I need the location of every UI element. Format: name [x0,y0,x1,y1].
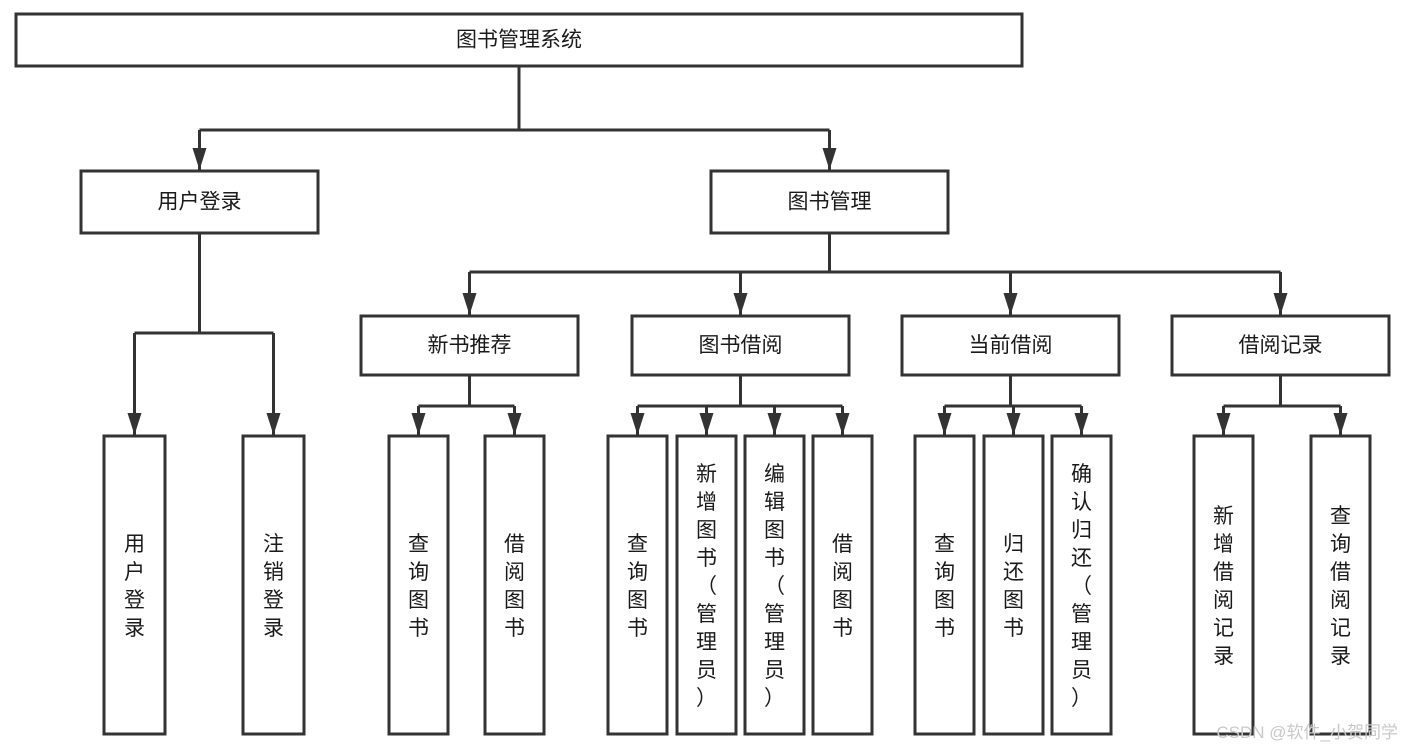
arrow-head-icon [1074,413,1089,435]
node-label-current-borrow: 当前借阅 [969,334,1053,357]
node-leaf-user-logout[interactable]: 注销登录 [241,434,306,736]
node-label-leaf-confirm-return-admin: 确认归还（管理员） [1071,463,1092,710]
node-label-new-book-recommend: 新书推荐 [428,334,512,357]
node-box-leaf-query-book-current [913,434,976,736]
arrow-head-icon [1216,413,1231,435]
node-box-borrow-record [1170,314,1391,377]
node-box-root [14,12,1024,68]
arrow-head-icon [192,148,207,170]
arrow-head-icon [1003,293,1018,315]
node-leaf-query-book-recommend[interactable]: 查询图书 [387,434,450,736]
connector-layer [127,66,1348,435]
arrow-head-icon [507,413,522,435]
node-box-leaf-query-book-recommend [387,434,450,736]
node-leaf-edit-book-admin[interactable]: 编辑图书（管理员） [743,434,806,736]
node-layer: 图书管理系统用户登录图书管理新书推荐图书借阅当前借阅借阅记录用户登录注销登录查询… [14,12,1391,736]
node-box-leaf-user-login [102,434,167,736]
node-label-leaf-borrow-book-recommend: 借阅图书 [504,533,525,640]
arrow-head-icon [937,413,952,435]
node-user-login[interactable]: 用户登录 [79,169,320,235]
node-label-leaf-user-logout: 注销登录 [263,533,284,640]
node-box-leaf-add-book-admin [675,434,738,736]
node-box-book-borrow [630,314,851,377]
node-box-leaf-edit-book-admin [743,434,806,736]
node-label-leaf-add-borrow-record: 新增借阅记录 [1213,505,1234,668]
node-new-book-recommend[interactable]: 新书推荐 [359,314,580,377]
node-leaf-confirm-return-admin[interactable]: 确认归还（管理员） [1050,434,1113,736]
node-leaf-add-book-admin[interactable]: 新增图书（管理员） [675,434,738,736]
arrow-head-icon [1333,413,1348,435]
node-box-current-borrow [900,314,1121,377]
node-label-user-login: 用户登录 [158,191,242,214]
node-label-leaf-borrow-book: 借阅图书 [832,533,853,640]
node-box-leaf-confirm-return-admin [1050,434,1113,736]
node-leaf-return-book[interactable]: 归还图书 [982,434,1045,736]
node-label-book-borrow: 图书借阅 [699,334,783,357]
node-label-leaf-query-book-borrow: 查询图书 [627,533,648,640]
arrow-head-icon [462,293,477,315]
node-leaf-user-login[interactable]: 用户登录 [102,434,167,736]
arrow-head-icon [767,413,782,435]
node-box-leaf-borrow-book [811,434,874,736]
node-label-leaf-query-borrow-record: 查询借阅记录 [1330,505,1351,668]
node-label-root: 图书管理系统 [456,29,582,52]
arrow-head-icon [630,413,645,435]
node-borrow-record[interactable]: 借阅记录 [1170,314,1391,377]
arrow-head-icon [1006,413,1021,435]
node-leaf-add-borrow-record[interactable]: 新增借阅记录 [1192,434,1255,736]
node-label-leaf-return-book: 归还图书 [1003,533,1024,640]
node-box-leaf-borrow-book-recommend [483,434,546,736]
node-leaf-borrow-book-recommend[interactable]: 借阅图书 [483,434,546,736]
csdn-watermark: CSDN @软件_小贺同学 [1216,723,1398,742]
node-label-leaf-user-login: 用户登录 [124,533,145,640]
node-leaf-query-book-borrow[interactable]: 查询图书 [606,434,669,736]
node-book-borrow[interactable]: 图书借阅 [630,314,851,377]
node-label-leaf-add-book-admin: 新增图书（管理员） [696,463,717,710]
node-box-leaf-user-logout [241,434,306,736]
node-label-leaf-query-book-current: 查询图书 [934,533,955,640]
arrow-head-icon [266,413,281,435]
node-current-borrow[interactable]: 当前借阅 [900,314,1121,377]
arrow-head-icon [699,413,714,435]
node-root[interactable]: 图书管理系统 [14,12,1024,68]
node-box-leaf-return-book [982,434,1045,736]
node-box-leaf-query-borrow-record [1309,434,1372,736]
node-box-new-book-recommend [359,314,580,377]
node-leaf-borrow-book[interactable]: 借阅图书 [811,434,874,736]
arrow-head-icon [822,148,837,170]
node-label-leaf-query-book-recommend: 查询图书 [408,533,429,640]
node-box-leaf-add-borrow-record [1192,434,1255,736]
node-box-user-login [79,169,320,235]
node-leaf-query-book-current[interactable]: 查询图书 [913,434,976,736]
arrow-head-icon [411,413,426,435]
arrow-head-icon [733,293,748,315]
node-box-leaf-query-book-borrow [606,434,669,736]
arrow-head-icon [835,413,850,435]
arrow-head-icon [127,413,142,435]
node-label-book-management: 图书管理 [788,191,872,214]
node-label-leaf-edit-book-admin: 编辑图书（管理员） [764,463,785,710]
node-leaf-query-borrow-record[interactable]: 查询借阅记录 [1309,434,1372,736]
node-book-management[interactable]: 图书管理 [709,169,950,235]
node-box-book-management [709,169,950,235]
node-label-borrow-record: 借阅记录 [1239,334,1323,357]
arrow-head-icon [1273,293,1288,315]
